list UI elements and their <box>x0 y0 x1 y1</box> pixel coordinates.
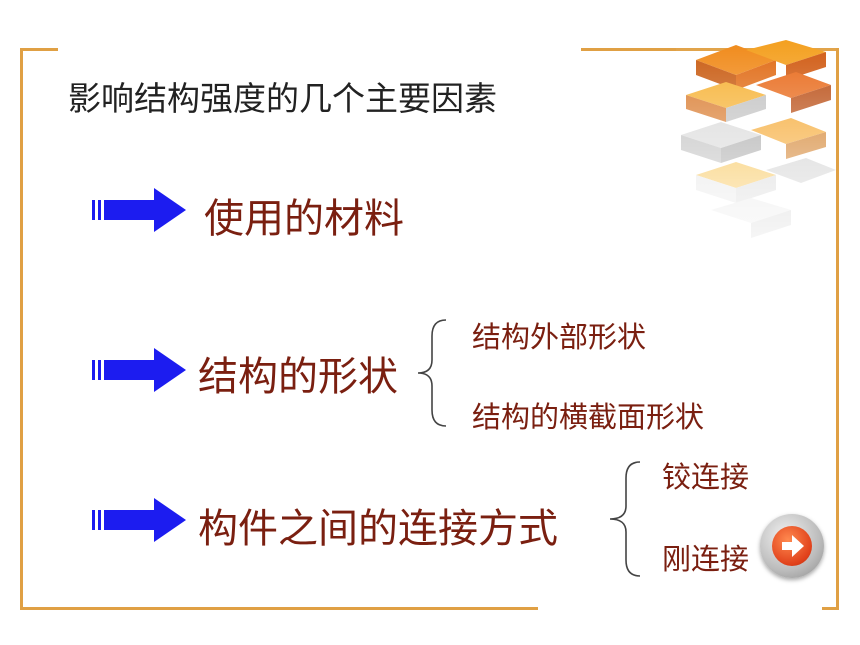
right-arrow-icon <box>92 188 186 232</box>
3d-blocks-decoration <box>676 40 836 250</box>
factor-connection: 构件之间的连接方式 <box>198 506 558 552</box>
frame-bottom-right <box>822 607 839 610</box>
frame-top-left <box>20 48 58 51</box>
sub-item-cross-section: 结构的横截面形状 <box>472 400 705 434</box>
brace-shape <box>417 319 447 427</box>
right-arrow-icon <box>92 498 186 542</box>
sub-item-outer-shape: 结构外部形状 <box>472 320 647 354</box>
sub-item-hinge-joint: 铰连接 <box>662 460 750 494</box>
brace-connection <box>609 461 641 577</box>
next-slide-button[interactable] <box>760 514 824 578</box>
sub-item-rigid-joint: 刚连接 <box>662 542 750 576</box>
next-arrow-icon <box>782 535 804 557</box>
factor-shape: 结构的形状 <box>198 354 398 400</box>
frame-right <box>836 48 839 610</box>
frame-left <box>20 48 23 610</box>
factor-material: 使用的材料 <box>204 196 404 242</box>
right-arrow-icon <box>92 348 186 392</box>
frame-bottom <box>20 607 538 610</box>
slide-title: 影响结构强度的几个主要因素 <box>68 79 497 118</box>
